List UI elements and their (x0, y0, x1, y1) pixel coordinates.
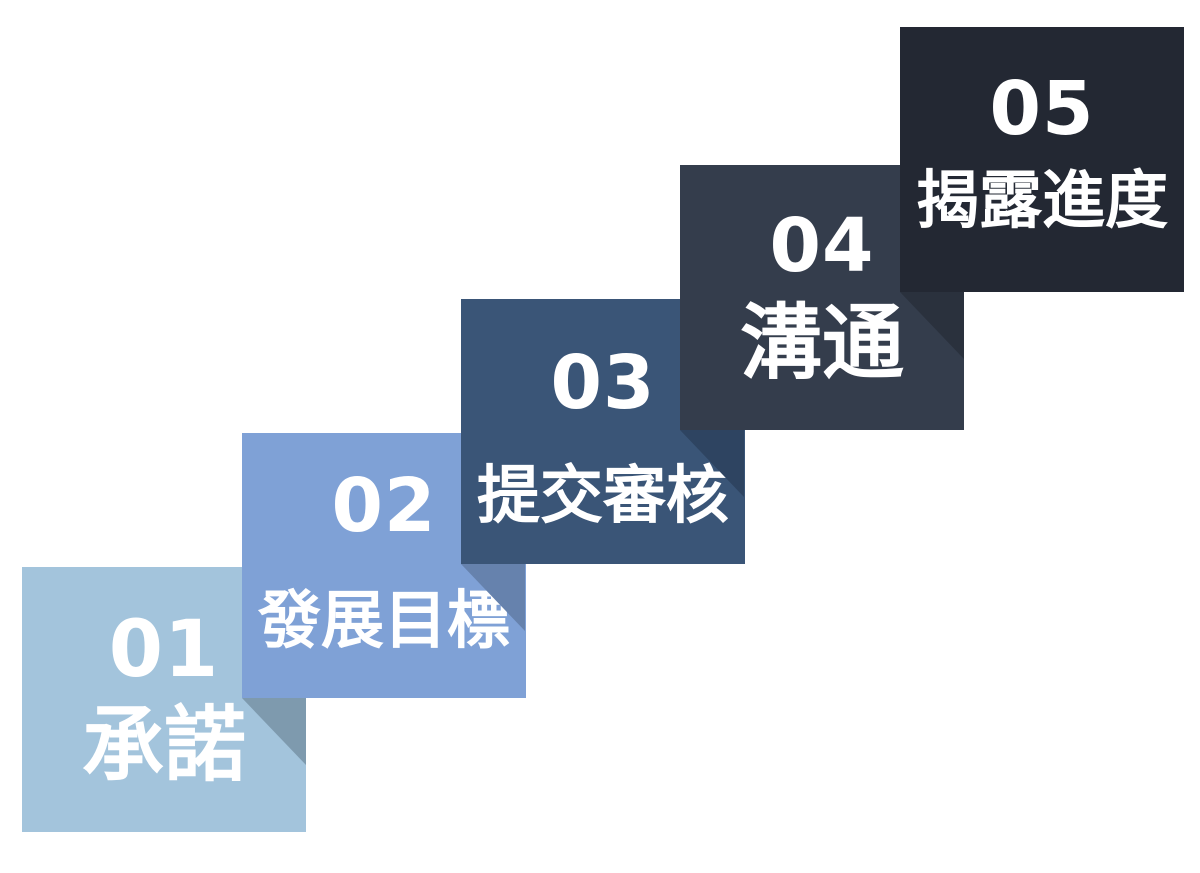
step-label: 溝通 (739, 296, 904, 391)
step-label: 承諾 (81, 698, 246, 793)
step-label: 揭露進度 (916, 164, 1168, 237)
step-number: 04 (769, 203, 875, 289)
step-number: 03 (550, 340, 656, 426)
step-label: 發展目標 (258, 584, 510, 657)
step-label: 提交審核 (477, 459, 729, 532)
step-02-develop-goals: 02 發展目標 (242, 433, 526, 698)
step-number: 01 (108, 605, 220, 695)
step-number: 02 (331, 463, 437, 549)
step-number: 05 (989, 66, 1095, 152)
step-05-disclose-progress: 05 揭露進度 (900, 27, 1184, 292)
